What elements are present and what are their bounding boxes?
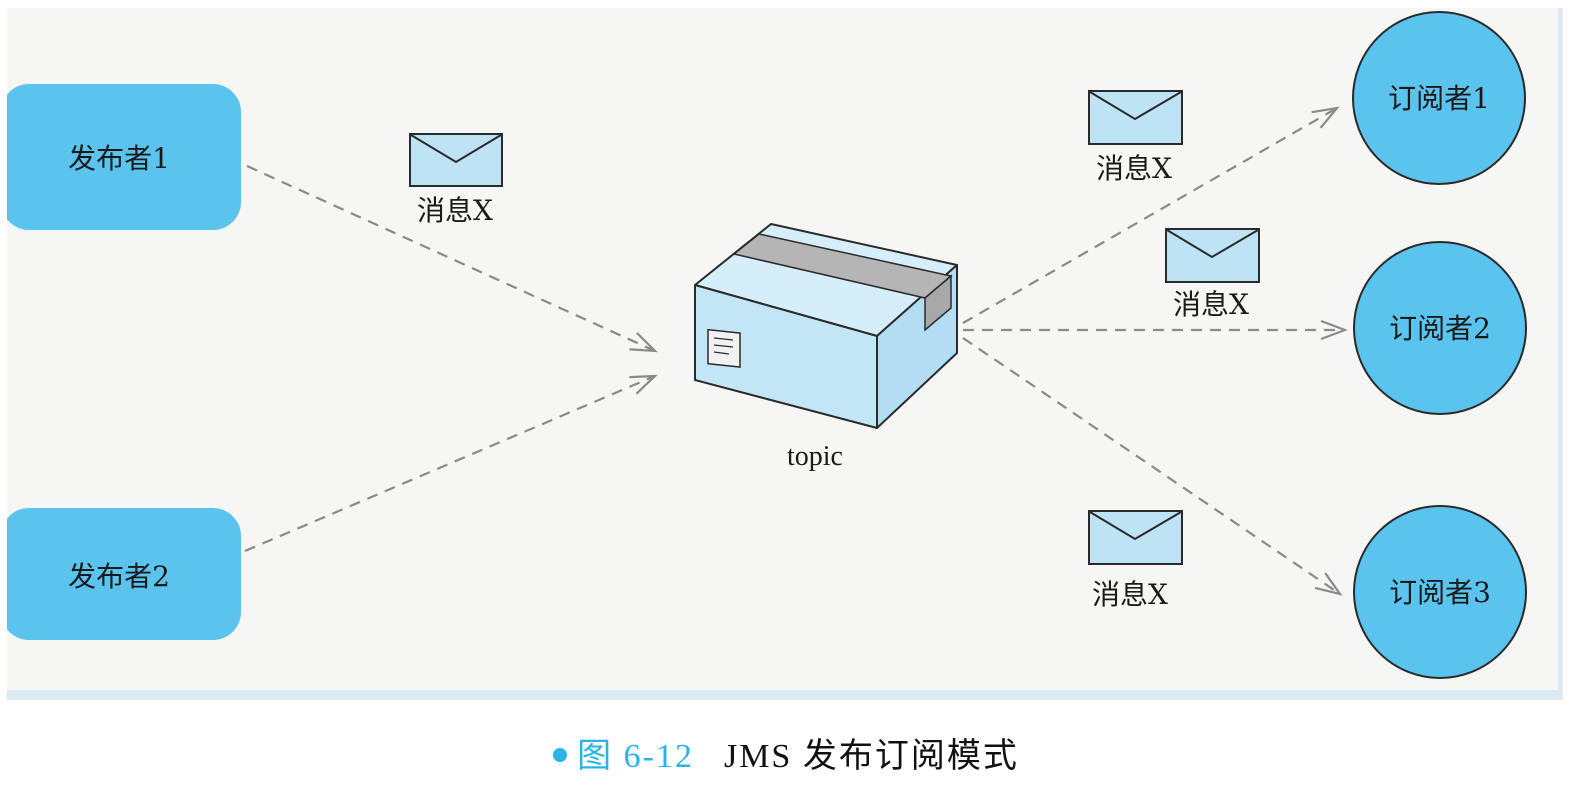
figure-title: JMS 发布订阅模式 [723,738,1019,775]
publisher-label: 发布者1 [68,142,170,175]
figure-number: 图 6-12 [577,738,694,775]
subscriber-shape [1353,505,1527,679]
publisher-node: 发布者1 [7,84,241,230]
publisher-shape [7,84,241,230]
bullet-icon [553,748,568,763]
subscriber-shape [1353,241,1527,415]
subscriber-label: 订阅者2 [1389,312,1491,345]
message-envelope: 消息X [1088,90,1183,185]
subscriber-label: 订阅者3 [1389,576,1491,609]
envelope-icon [1088,90,1183,145]
message-label: 消息X [417,194,493,227]
message-envelope: 消息X [1165,228,1260,321]
subscriber-label: 订阅者1 [1388,82,1490,115]
subscriber-shape [1352,11,1526,185]
envelope-icon [1165,228,1260,283]
topic-label: topic [787,441,843,472]
shipping-label-icon [707,328,741,368]
flow-arrows [244,108,1345,594]
arrow-publisher2-to-topic [244,376,655,553]
envelope-icon [409,133,503,187]
message-label: 消息X [1173,288,1249,321]
message-envelope: 消息X [409,133,503,227]
diagram-canvas: 发布者1 发布者2 订阅者1 订阅者2 订阅者3 [7,11,1527,679]
arrow-topic-to-subscriber1 [962,108,1337,324]
envelope-icon [1088,510,1183,565]
subscriber-node: 订阅者3 [1353,505,1527,679]
message-envelope: 消息X [1088,510,1183,611]
diagram-panel: 发布者1 发布者2 订阅者1 订阅者2 订阅者3 [7,8,1563,700]
subscriber-node: 订阅者2 [1353,241,1527,415]
publisher-node: 发布者2 [7,508,241,640]
publisher-label: 发布者2 [68,560,170,593]
publisher-shape [7,508,241,640]
message-label: 消息X [1096,152,1172,185]
subscriber-node: 订阅者1 [1352,11,1526,185]
message-label: 消息X [1092,578,1168,611]
topic-box-icon [694,223,958,429]
figure-caption: 图 6-12 JMS 发布订阅模式 [0,728,1572,777]
